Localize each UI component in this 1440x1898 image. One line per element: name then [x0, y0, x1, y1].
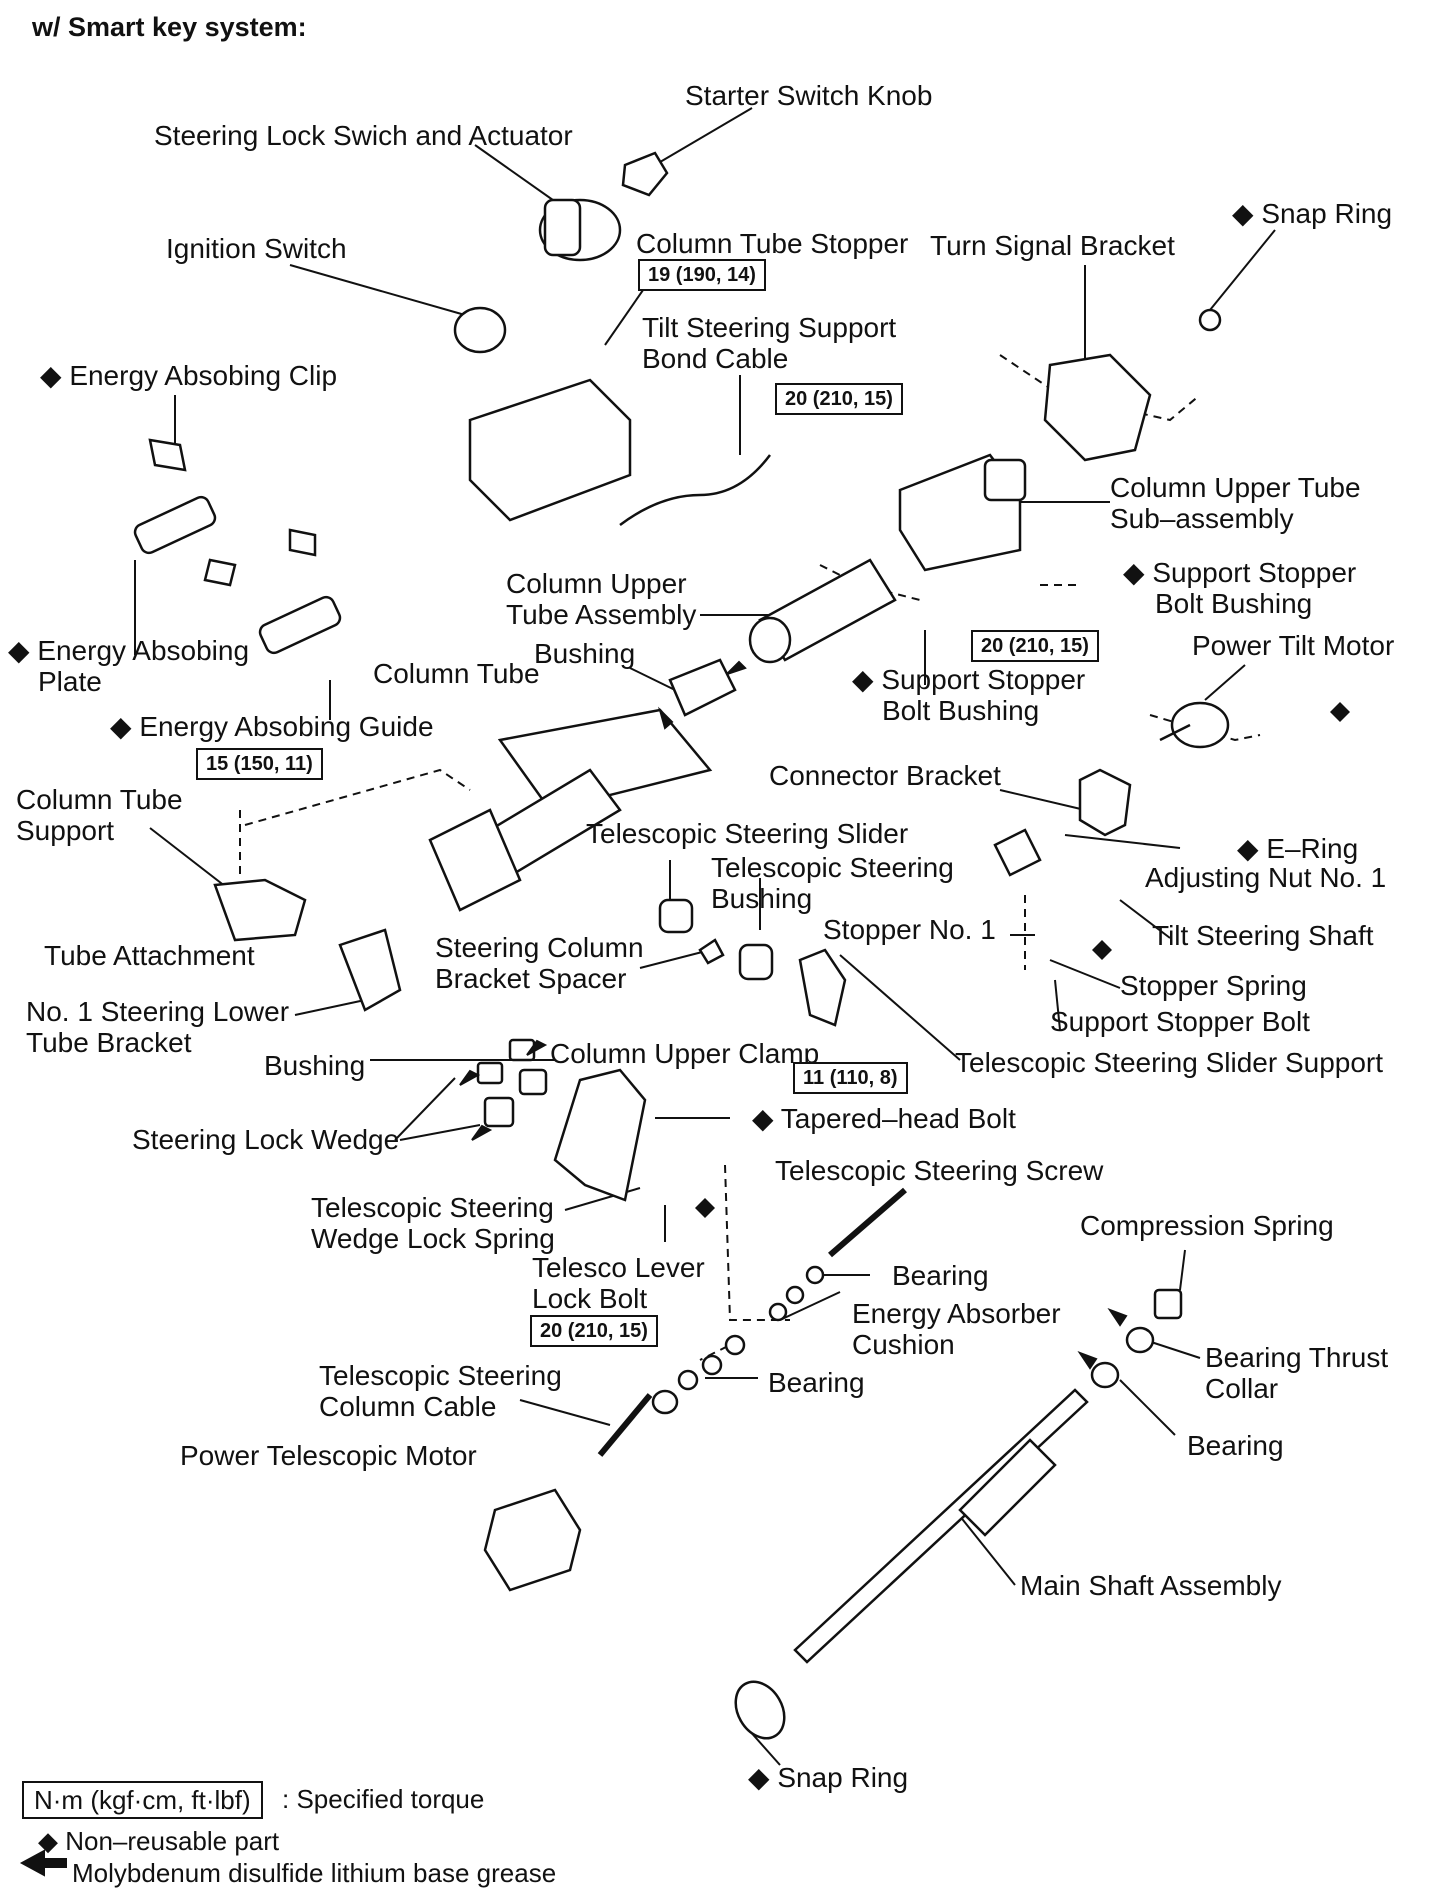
torque-box-column-tube-stopper: 19 (190, 14): [638, 259, 766, 291]
label-tube-attachment: Tube Attachment: [44, 940, 255, 971]
label-column-tube-support-2: Support: [16, 815, 115, 846]
label-e-ring: ◆ E–Ring: [1237, 833, 1359, 864]
label-steering-lock-switch: Steering Lock Swich and Actuator: [154, 120, 573, 151]
label-column-tube-support-1: Column Tube: [16, 784, 183, 815]
label-energy-absorbing-plate-1: ◆ Energy Absobing: [8, 635, 250, 666]
label-support-stopper-bushing-right-1: ◆ Support Stopper: [1123, 557, 1357, 588]
label-support-stopper-bushing-right-2: Bolt Bushing: [1155, 588, 1313, 619]
label-tilt-support-bond-cable-1: Tilt Steering Support: [642, 312, 897, 343]
torque-box-column-tube-support: 15 (150, 11): [196, 748, 323, 780]
label-telescopic-bushing-2: Bushing: [711, 883, 813, 914]
label-support-stopper-bushing-mid-1: ◆ Support Stopper: [852, 664, 1086, 695]
torque-box-slider-support: 11 (110, 8): [793, 1062, 908, 1094]
label-main-shaft-assembly: Main Shaft Assembly: [1020, 1570, 1282, 1601]
label-bushing-mid: Bushing: [534, 638, 636, 669]
label-bearing-thrust-collar-1: Bearing Thrust: [1205, 1342, 1389, 1373]
label-turn-signal-bracket: Turn Signal Bracket: [930, 230, 1175, 261]
label-column-tube-stopper: Column Tube Stopper: [636, 228, 909, 259]
label-tilt-support-bond-cable-2: Bond Cable: [642, 343, 789, 374]
label-stopper-no1: Stopper No. 1: [823, 914, 996, 945]
label-column-upper-tube-assy-1: Column Upper: [506, 568, 687, 599]
label-column-upper-tube-assy-2: Tube Assembly: [506, 599, 697, 630]
label-adjusting-nut: Adjusting Nut No. 1: [1145, 862, 1387, 893]
label-bushing-low: Bushing: [264, 1050, 366, 1081]
torque-box-upper-tube-top: 20 (210, 15): [775, 383, 903, 415]
label-column-cable-2: Column Cable: [319, 1391, 497, 1422]
label-lower-tube-bracket-2: Tube Bracket: [26, 1027, 192, 1058]
label-column-cable-1: Telescopic Steering: [319, 1360, 562, 1391]
label-bearing-thrust-collar-2: Collar: [1205, 1373, 1279, 1404]
label-bracket-spacer-1: Steering Column: [435, 932, 644, 963]
label-bearing-1: Bearing: [892, 1260, 989, 1291]
label-tilt-steering-shaft: Tilt Steering Shaft: [1152, 920, 1374, 951]
label-bracket-spacer-2: Bracket Spacer: [435, 963, 627, 994]
label-telescopic-slider: Telescopic Steering Slider: [586, 818, 909, 849]
label-support-stopper-bushing-mid-2: Bolt Bushing: [882, 695, 1040, 726]
label-energy-absorbing-plate-2: Plate: [38, 666, 102, 697]
label-snap-ring-top: ◆ Snap Ring: [1232, 198, 1393, 229]
label-telescopic-screw: Telescopic Steering Screw: [775, 1155, 1104, 1186]
label-starter-switch-knob: Starter Switch Knob: [685, 80, 933, 111]
label-energy-cushion-2: Cushion: [852, 1329, 955, 1360]
torque-box-upper-tube-bottom: 20 (210, 15): [971, 630, 1099, 662]
label-lever-lock-bolt-2: Lock Bolt: [532, 1283, 648, 1314]
label-lever-lock-bolt-1: Telesco Lever: [532, 1252, 705, 1283]
label-energy-absorbing-clip: ◆ Energy Absobing Clip: [40, 360, 338, 391]
label-column-upper-clamp: Column Upper Clamp: [550, 1038, 820, 1069]
legend-torque-unit-box: N·m (kgf·cm, ft·lbf): [22, 1781, 263, 1819]
label-bearing-2: Bearing: [768, 1367, 865, 1398]
label-support-stopper-bolt: Support Stopper Bolt: [1050, 1006, 1310, 1037]
label-energy-cushion-1: Energy Absorber: [852, 1298, 1061, 1329]
torque-box-lever-lock-bolt: 20 (210, 15): [530, 1315, 658, 1347]
label-slider-support: Telescopic Steering Slider Support: [955, 1047, 1384, 1078]
legend-nonreusable: ◆ Non–reusable part: [38, 1826, 280, 1856]
label-tapered-head-bolt: ◆ Tapered–head Bolt: [752, 1103, 1016, 1134]
label-steering-lock-wedge: Steering Lock Wedge: [132, 1124, 400, 1155]
label-snap-ring-bottom: ◆ Snap Ring: [748, 1762, 909, 1793]
label-wedge-lock-spring-2: Wedge Lock Spring: [311, 1223, 555, 1254]
label-compression-spring: Compression Spring: [1080, 1210, 1334, 1241]
label-connector-bracket: Connector Bracket: [769, 760, 1001, 791]
legend-grease: Molybdenum disulfide lithium base grease: [72, 1858, 557, 1888]
diagram-title: w/ Smart key system:: [32, 12, 307, 42]
label-telescopic-bushing-1: Telescopic Steering: [711, 852, 954, 883]
label-stopper-spring: Stopper Spring: [1120, 970, 1307, 1001]
label-power-telescopic-motor: Power Telescopic Motor: [180, 1440, 477, 1471]
label-column-upper-tube-sub-2: Sub–assembly: [1110, 503, 1294, 534]
legend-torque-text: : Specified torque: [282, 1784, 485, 1814]
label-column-tube: Column Tube: [373, 658, 540, 689]
label-power-tilt-motor: Power Tilt Motor: [1192, 630, 1395, 661]
label-column-upper-tube-sub-1: Column Upper Tube: [1110, 472, 1361, 503]
label-lower-tube-bracket-1: No. 1 Steering Lower: [26, 996, 290, 1027]
label-wedge-lock-spring-1: Telescopic Steering: [311, 1192, 554, 1223]
label-bearing-3: Bearing: [1187, 1430, 1284, 1461]
label-energy-absorbing-guide: ◆ Energy Absobing Guide: [110, 711, 434, 742]
label-ignition-switch: Ignition Switch: [166, 233, 347, 264]
